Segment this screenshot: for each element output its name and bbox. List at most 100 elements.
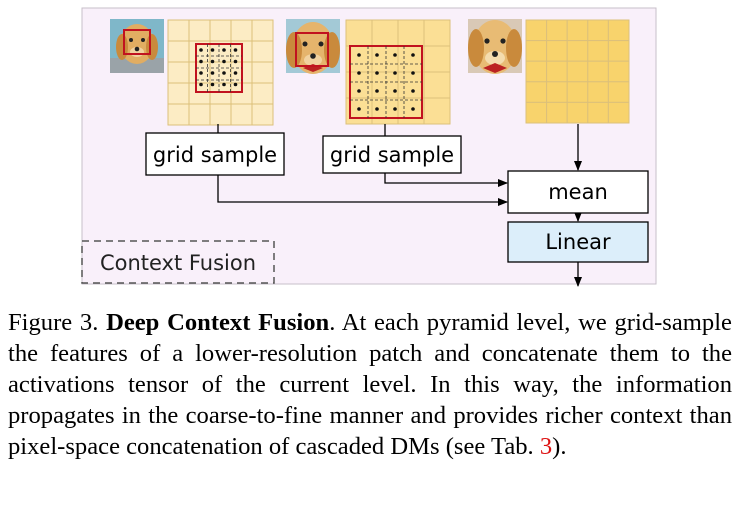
grid1-cell: [251, 19, 274, 42]
grid1-sample-point: [233, 71, 238, 75]
grid1-cell: [167, 19, 190, 42]
grid2-sample-point: [393, 53, 397, 57]
grid2-cell: [345, 19, 373, 47]
grid1-cell: [251, 40, 274, 63]
linear-box: Linear: [507, 221, 649, 263]
grid2-cell: [371, 71, 399, 99]
grid3-cell: [566, 19, 589, 42]
grid2-sample-point: [357, 107, 361, 111]
grid-sample-label-2: grid sample: [330, 143, 454, 167]
mean-box: mean: [507, 170, 649, 214]
grid3-cell: [566, 40, 589, 62]
grid1-cell: [230, 19, 253, 42]
grid2-sample-point: [375, 89, 379, 93]
grid3-cell: [525, 81, 548, 103]
grid2-cell: [423, 45, 451, 73]
grid1-cell: [188, 82, 211, 105]
dog-thumbnail-3: [468, 19, 522, 74]
grid2-sample-point: [393, 107, 397, 111]
grid3-cell: [607, 101, 630, 124]
grid1-cell: [167, 61, 190, 84]
grid3-cell: [587, 40, 609, 62]
grid1-cell: [251, 82, 274, 105]
feature-grid-1: [167, 19, 274, 126]
context-fusion-box: Context Fusion: [81, 240, 275, 284]
grid3-cell: [546, 81, 568, 103]
grid1-sample-point: [233, 59, 238, 64]
grid2-cell: [371, 45, 399, 73]
grid1-sample-point: [233, 82, 238, 87]
grid2-sample-point: [411, 89, 415, 93]
grid3-cell: [566, 60, 589, 83]
grid3-cell: [587, 81, 609, 103]
grid2-sample-point: [375, 71, 379, 75]
feature-grid-2: [345, 19, 451, 125]
grid1-sample-point: [199, 71, 203, 75]
grid3-cell: [525, 40, 548, 62]
grid2-cell: [423, 97, 451, 125]
grid3-cell: [546, 101, 568, 124]
grid1-sample-point: [199, 48, 203, 52]
grid3-cell: [566, 101, 589, 124]
arrow-sample2-to-mean: [384, 173, 508, 187]
grid1-sample-point: [210, 82, 215, 87]
context-fusion-label: Context Fusion: [100, 251, 256, 275]
grid2-sample-point: [375, 53, 379, 57]
grid2-cell: [397, 45, 425, 73]
grid3-cell: [607, 60, 630, 83]
grid3-cell: [587, 19, 609, 42]
grid2-sample-point: [411, 107, 415, 111]
grid1-cell: [167, 40, 190, 63]
caption-body-2: ).: [552, 433, 567, 460]
dog-thumbnail-2: [286, 19, 340, 74]
grid1-cell: [167, 103, 190, 126]
grid-sample-box-2: grid sample: [322, 135, 462, 174]
mean-label: mean: [548, 180, 608, 204]
grid2-sample-point: [357, 53, 361, 57]
grid3-cell: [546, 19, 568, 42]
grid-sample-label-1: grid sample: [153, 143, 277, 167]
caption-table-ref-link[interactable]: 3: [539, 433, 553, 460]
grid3-cell: [607, 40, 630, 62]
grid1-cell: [209, 103, 232, 126]
grid2-cell: [423, 19, 451, 47]
grid2-cell: [371, 97, 399, 125]
grid3-cell: [525, 19, 548, 42]
grid1-cell: [188, 19, 211, 42]
grid2-sample-point: [411, 71, 415, 75]
grid3-cell: [546, 60, 568, 83]
grid1-cell: [167, 82, 190, 105]
arrow-sample1-to-mean: [217, 175, 508, 206]
grid1-cell: [251, 61, 274, 84]
caption-body-1: . At each pyramid level, we grid-sample …: [8, 309, 732, 460]
grid3-cell: [607, 19, 630, 42]
grid1-sample-point: [199, 59, 203, 64]
grid1-sample-point: [222, 59, 226, 64]
grid1-sample-point: [199, 82, 203, 87]
grid1-sample-point: [210, 48, 215, 52]
grid3-cell: [546, 40, 568, 62]
grid2-sample-point: [357, 71, 361, 75]
figure-caption: Figure 3. Deep Context Fusion. At each p…: [8, 307, 732, 462]
context-fusion-diagram: grid sample grid sample mean Linear Cont…: [81, 7, 657, 287]
grid1-sample-point: [210, 71, 215, 75]
grid2-sample-point: [411, 53, 415, 57]
grid3-cell: [525, 60, 548, 83]
grid1-cell: [209, 19, 232, 42]
grid3-cell: [566, 81, 589, 103]
grid2-sample-point: [393, 71, 397, 75]
grid1-sample-point: [222, 48, 226, 52]
dog-thumbnail-1: [110, 19, 164, 73]
grid2-sample-point: [357, 89, 361, 93]
grid3-cell: [607, 81, 630, 103]
grid2-cell: [397, 71, 425, 99]
grid2-sample-point: [375, 107, 379, 111]
grid2-sample-point: [393, 89, 397, 93]
grid1-cell: [188, 103, 211, 126]
grid1-sample-point: [222, 71, 226, 75]
grid1-cell: [251, 103, 274, 126]
feature-grid-3: [525, 19, 630, 124]
grid3-cell: [525, 101, 548, 124]
grid1-sample-point: [210, 59, 215, 64]
grid1-cell: [230, 103, 253, 126]
